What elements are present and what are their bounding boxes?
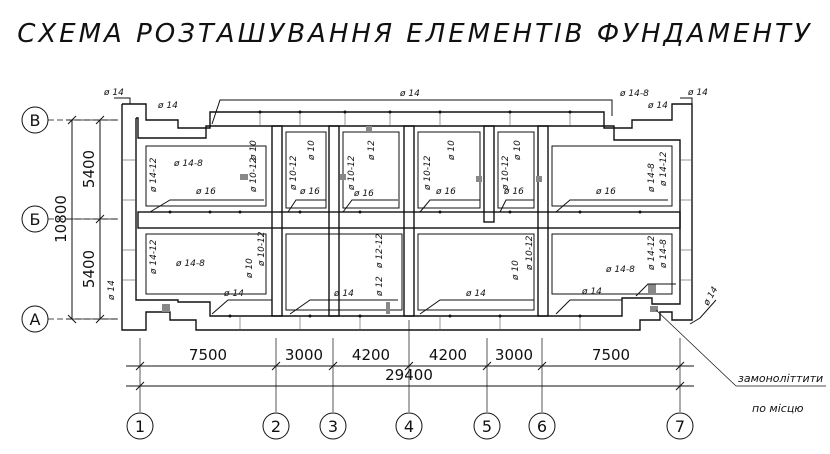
vertical-dimension-chain: 5400 5400 10800 [52, 115, 118, 324]
monolithic-inserts [162, 126, 658, 314]
rebar-room4-16: ø 16 [435, 187, 456, 197]
rebar-top-right3: ø 14 [687, 88, 708, 98]
note-line-1: замоноліттити [738, 372, 823, 385]
column-axis-2-label: 2 [271, 417, 281, 436]
dim-span-2-3: 3000 [285, 346, 323, 364]
dim-span-4-5: 4200 [429, 346, 467, 364]
dim-span-1-2: 7500 [189, 346, 227, 364]
rebar-lower5-14-8: ø 14-8 [605, 265, 635, 275]
rebar-lower1-14-8: ø 14-8 [175, 259, 205, 269]
rebar-lower3-14: ø 14 [465, 289, 486, 299]
rebar-lower1-14: ø 14 [223, 289, 244, 299]
row-axis-a-label: А [30, 310, 41, 329]
rebar-lower4-10-12: ø 10-12 [525, 235, 535, 271]
block-joints [122, 112, 692, 330]
row-axis-b: Б [21, 205, 49, 233]
dim-lower-span: 5400 [80, 250, 98, 288]
panels-upper [145, 131, 673, 209]
column-axis-2: 2 [262, 412, 290, 440]
row-axis-v: В [21, 106, 49, 134]
column-axis-1: 1 [126, 412, 154, 440]
rebar-room1-10: ø 10 [249, 140, 259, 161]
rebar-room3-10-12: ø 10-12 [347, 155, 357, 191]
rebar-room5-10-12: ø 10-12 [501, 155, 511, 191]
rebar-lower1-10-12: ø 10-12 [257, 231, 267, 267]
rebar-lower5-14-12: ø 14-12 [647, 235, 657, 271]
horizontal-dimension-chain: 7500 3000 4200 4200 3000 7500 29400 [126, 346, 694, 391]
dim-span-6-7: 7500 [592, 346, 630, 364]
dim-span-3-4: 4200 [352, 346, 390, 364]
rebar-lower5-14-8b: ø 14-8 [659, 239, 669, 269]
rebar-lower2-12-12: ø 12-12 [375, 233, 385, 269]
rebar-top-center: ø 14 [399, 89, 420, 99]
rebar-top-left2: ø 14 [157, 101, 178, 111]
rebar-room2-10-12: ø 10-12 [289, 155, 299, 191]
note-line-2: по місцю [752, 402, 804, 415]
dim-total-length: 29400 [385, 366, 433, 384]
column-axis-4: 4 [395, 412, 423, 440]
rebar-dots [168, 110, 642, 318]
row-axis-v-label: В [30, 111, 41, 130]
rebar-top-right1: ø 14-8 [619, 89, 649, 99]
row-axis-b-label: Б [30, 210, 41, 229]
rebar-lower2-14: ø 14 [333, 289, 354, 299]
rebar-room3-16: ø 16 [353, 189, 374, 199]
drawing-title: СХЕМА РОЗТАШУВАННЯ ЕЛЕМЕНТІВ ФУНДАМЕНТУ [17, 19, 813, 49]
rebar-room4-10-12: ø 10-12 [423, 155, 433, 191]
dim-total-height: 10800 [52, 195, 70, 243]
column-axis-3-label: 3 [328, 417, 338, 436]
rebar-room6-16: ø 16 [595, 187, 616, 197]
rebar-room5-16: ø 16 [503, 187, 524, 197]
rebar-room5-10: ø 10 [513, 140, 523, 161]
column-axis-1-label: 1 [135, 417, 145, 436]
column-axis-lines [139, 320, 681, 412]
rebar-room2-10: ø 10 [307, 140, 317, 161]
dim-upper-span: 5400 [80, 150, 98, 188]
foundation-outline [121, 103, 693, 331]
rebar-room4-10: ø 10 [447, 140, 457, 161]
rebar-room6-14-12: ø 14-12 [659, 151, 669, 187]
rebar-room1-10-12: ø 10-12 [249, 157, 259, 193]
rebar-room1-14-8: ø 14-8 [173, 159, 203, 169]
column-axis-7-label: 7 [675, 417, 685, 436]
column-axis-7: 7 [666, 412, 694, 440]
rebar-labels: ø 14 ø 14 ø 14 ø 14-8 ø 14 ø 14 ø 14 ø 1… [103, 88, 721, 308]
rebar-room1-16: ø 16 [195, 187, 216, 197]
rebar-lower1-10: ø 10 [245, 258, 255, 279]
rebar-lower5-14: ø 14 [581, 287, 602, 297]
column-axis-4-label: 4 [404, 417, 414, 436]
rebar-left-mid: ø 14 [107, 280, 117, 301]
column-axis-6-label: 6 [537, 417, 547, 436]
row-axis-a: А [21, 305, 49, 333]
monolith-note: замоноліттити по місцю [655, 309, 826, 415]
rebar-lower2-12: ø 12 [375, 276, 385, 297]
rebar-lower4-10: ø 10 [511, 260, 521, 281]
rebar-top-right2: ø 14 [647, 101, 668, 111]
column-axis-3: 3 [319, 412, 347, 440]
rebar-room6-14-8: ø 14-8 [647, 163, 657, 193]
panels-lower [145, 233, 673, 311]
rebar-top-left: ø 14 [103, 88, 124, 98]
column-axis-5: 5 [473, 412, 501, 440]
rebar-room3-12: ø 12 [367, 140, 377, 161]
column-axis-5-label: 5 [482, 417, 492, 436]
column-axis-6: 6 [528, 412, 556, 440]
rebar-room1-14-12: ø 14-12 [149, 157, 159, 193]
rebar-bottom-right: ø 14 [701, 285, 720, 308]
rebar-lines [114, 97, 717, 325]
rebar-room2-16: ø 16 [299, 187, 320, 197]
rebar-lower1-14-12: ø 14-12 [149, 239, 159, 275]
dim-span-5-6: 3000 [495, 346, 533, 364]
